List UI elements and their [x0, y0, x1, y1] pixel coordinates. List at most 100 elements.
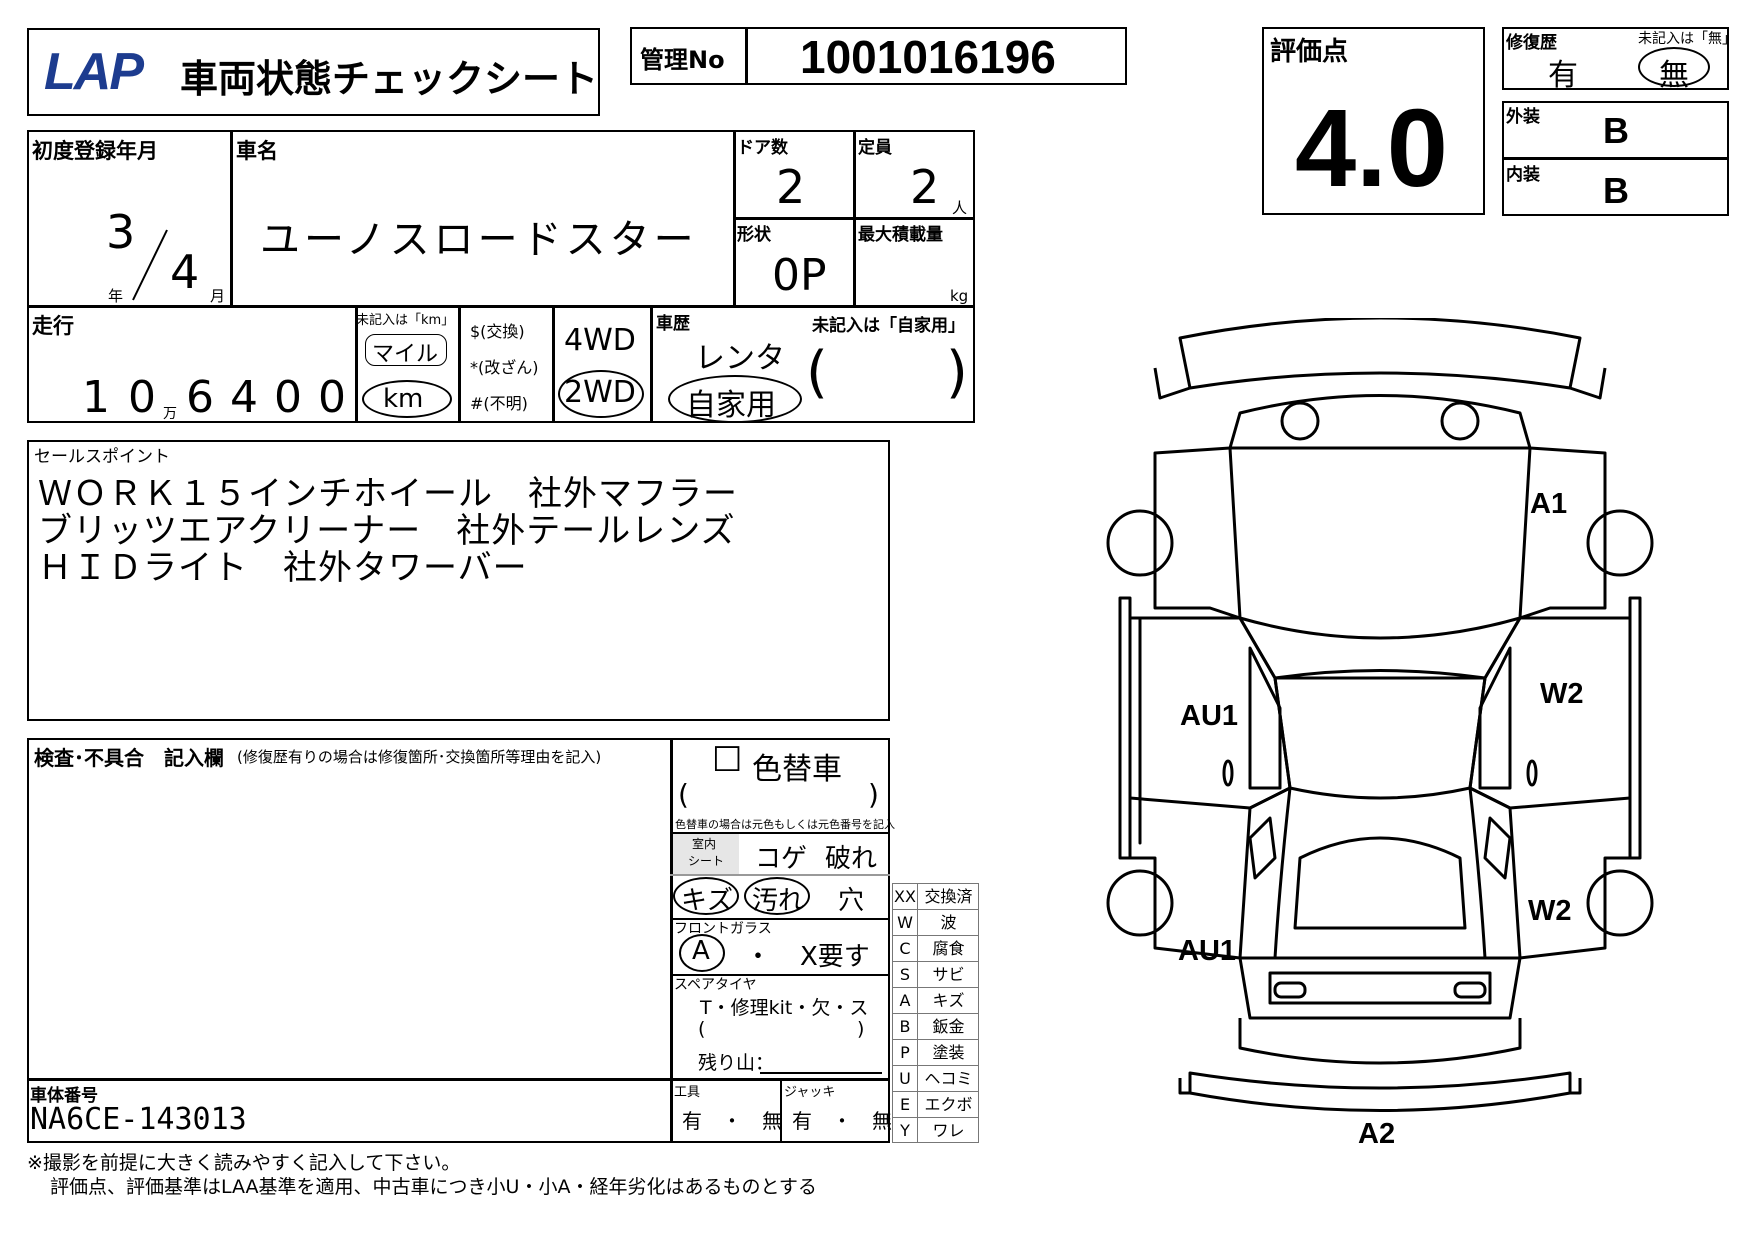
- mileage-symbol-exchange: $(交換): [470, 322, 525, 341]
- mile-option: マイル: [372, 342, 439, 367]
- sales-point-line: ＷＯＲＫ１５インチホイール 社外マフラー: [38, 474, 738, 514]
- capacity-label: 定員: [858, 138, 892, 158]
- sales-points-label: セールスポイント: [34, 447, 170, 467]
- interior-label: 内装: [1506, 165, 1540, 185]
- mileage-digit: 6: [186, 372, 214, 423]
- drive-4wd: 4WD: [564, 323, 636, 358]
- seat-label: シート: [688, 854, 725, 868]
- glass-dot: ・: [745, 942, 772, 972]
- mgmt-box: [630, 27, 1127, 85]
- history-paren-left: (: [806, 340, 828, 405]
- damage-mark-w2-door: W2: [1540, 678, 1584, 710]
- jack-value: 有 ・ 無: [792, 1109, 892, 1133]
- car-name-label: 車名: [236, 139, 278, 163]
- glass-a: A: [692, 936, 710, 966]
- mileage-label: 走行: [32, 314, 74, 338]
- seat-kizu-circle: [673, 877, 739, 915]
- repair-yes: 有: [1548, 58, 1578, 93]
- spare-options: T・修理kit・欠・ス: [700, 997, 869, 1019]
- mileage-digit: 1: [82, 372, 110, 423]
- chassis-label: 車体番号: [30, 1086, 98, 1106]
- max-load-label: 最大積載量: [858, 225, 943, 245]
- seat-koge: コゲ: [755, 844, 808, 874]
- mileage-digit: 0: [318, 372, 346, 423]
- title-box: [27, 28, 600, 116]
- drive-2wd-circle: [558, 370, 644, 418]
- mileage-unit-note: 未記入は「km」: [356, 313, 455, 328]
- color-change-note: 色替車の場合は元色もしくは元色番号を記入: [675, 818, 895, 831]
- spare-remaining: 残り山：: [698, 1052, 775, 1074]
- date-slash: [132, 229, 168, 301]
- glass-x: X要す: [800, 942, 870, 972]
- inspection-label: 検査･不具合 記入欄: [34, 746, 224, 770]
- repair-no-circle: [1638, 47, 1710, 87]
- damage-mark-au1-rear: AU1: [1178, 935, 1237, 967]
- seat-kizu: キズ: [681, 886, 734, 916]
- repair-label: 修復歴: [1506, 33, 1557, 53]
- shape-value: 0P: [772, 250, 827, 301]
- repair-box: [1502, 27, 1729, 90]
- history-private: 自家用: [686, 388, 776, 423]
- history-private-circle: [668, 375, 802, 423]
- seat-yogore-circle: [744, 877, 810, 915]
- capacity-value: 2: [910, 160, 940, 214]
- car-name: ユーノスロードスター: [260, 217, 698, 263]
- jack-label: ジャッキ: [784, 1085, 836, 1100]
- seat-ana: 穴: [838, 886, 865, 916]
- color-change-checkbox[interactable]: ☐: [712, 740, 743, 780]
- exterior-label: 外装: [1506, 107, 1540, 127]
- inspection-note: (修復歴有りの場合は修復箇所･交換箇所等理由を記入): [237, 748, 602, 766]
- capacity-unit: 人: [952, 199, 968, 217]
- chassis-number: NA6CE-143013: [30, 1102, 247, 1137]
- color-paren-right: ): [868, 778, 879, 811]
- spare-paren-left: (: [698, 1018, 706, 1040]
- score-label: 評価点: [1270, 37, 1349, 67]
- km-option-circle: [362, 380, 452, 418]
- year-unit: 年: [108, 287, 124, 305]
- sales-point-line: ＨＩＤライト 社外タワーバー: [38, 548, 528, 588]
- vehicle-info-table: [27, 130, 975, 423]
- month-unit: 月: [210, 287, 226, 305]
- sheet-title: 車両状態チェックシート: [180, 57, 599, 101]
- spare-label: スペアタイヤ: [674, 977, 757, 993]
- km-option: km: [383, 384, 424, 414]
- interior-grade: B: [1603, 170, 1629, 211]
- spare-paren-right: ): [857, 1018, 865, 1040]
- seat-label: 室内: [692, 837, 717, 851]
- glass-label: フロントガラス: [674, 921, 772, 937]
- color-paren-left: (: [678, 778, 689, 811]
- color-change-label: 色替車: [752, 752, 842, 787]
- mgmt-label: 管理No: [640, 46, 725, 74]
- shape-label: 形状: [737, 225, 771, 245]
- exterior-grade: B: [1603, 110, 1629, 151]
- registration-label: 初度登録年月: [32, 139, 158, 163]
- mile-option-box: [365, 334, 447, 366]
- tools-value: 有 ・ 無: [682, 1109, 782, 1133]
- mileage-digit: 0: [128, 372, 156, 423]
- mileage-digit: 4: [230, 372, 258, 423]
- sales-points-box: [27, 440, 890, 721]
- seat-label-cell: [673, 834, 739, 874]
- interior-box: [1502, 158, 1729, 216]
- sales-point-line: ブリッツエアクリーナー 社外テールレンズ: [38, 511, 736, 551]
- footer-note: ※撮影を前提に大きく読みやすく記入して下さい。: [27, 1152, 461, 1174]
- repair-note: 未記入は「無」: [1638, 31, 1736, 47]
- tools-label: 工具: [674, 1085, 701, 1100]
- glass-a-circle: [679, 934, 725, 972]
- score-value: 4.0: [1295, 87, 1448, 210]
- damage-mark-w2-rear: W2: [1528, 895, 1572, 927]
- damage-mark-a1: A1: [1530, 488, 1568, 520]
- history-label: 車歴: [656, 314, 690, 334]
- mileage-digit: 0: [274, 372, 302, 423]
- doors-label: ドア数: [737, 138, 788, 158]
